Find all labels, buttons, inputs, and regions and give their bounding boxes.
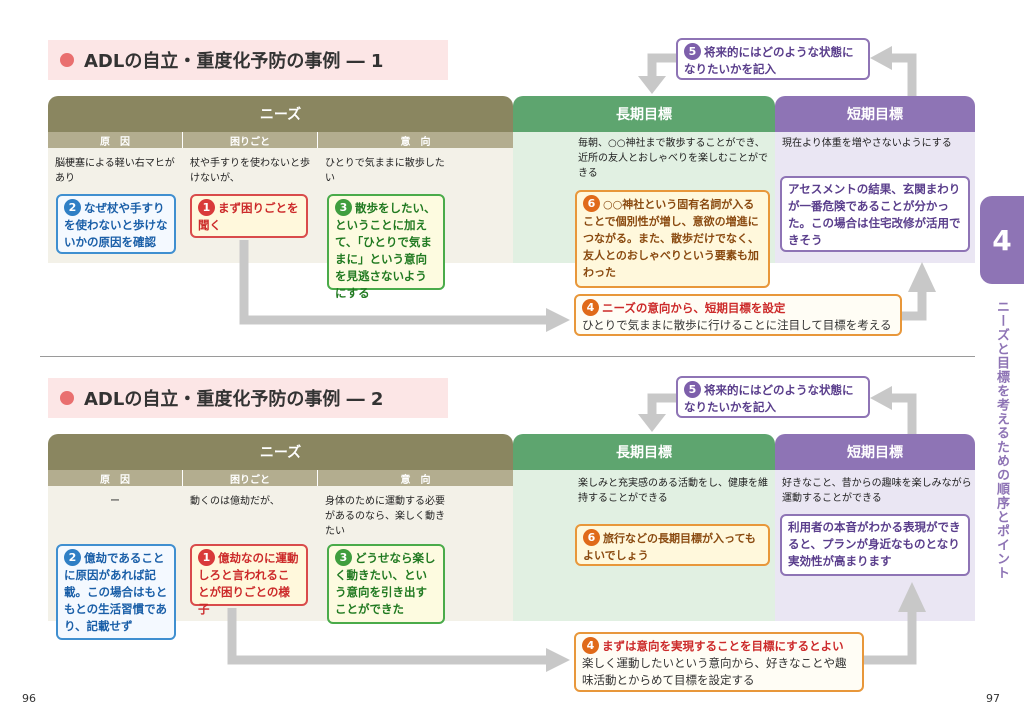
case1-arrow-5-to-long <box>647 53 676 78</box>
case1-arrow-4-to-short <box>902 288 927 321</box>
case2-short-text: 好きなこと、昔からの趣味を楽しみながら運動することができる <box>782 478 972 504</box>
title-bullet-icon <box>60 53 74 67</box>
case1-trouble-text: 杖や手すりを使わないと歩けないが、 <box>190 158 310 184</box>
step-4-badge: 4 <box>582 637 599 654</box>
chapter-tab: 4 <box>980 196 1024 284</box>
case2-arrowhead-right <box>546 648 570 672</box>
case2-arrow-4-to-short <box>864 608 917 665</box>
case1-arrow-short-to-5 <box>888 53 917 96</box>
case1-arrowhead-left <box>870 46 892 70</box>
case2-note-1-text: 億劫なのに運動しろと言われることが困りごとの様子 <box>198 551 299 616</box>
case1-arrowhead-down <box>638 76 666 94</box>
step-1-badge: 1 <box>198 199 215 216</box>
page-number-left: 96 <box>22 692 36 705</box>
page-number-right: 97 <box>986 692 1000 705</box>
case2-title-band: ADLの自立・重度化予防の事例 ― 2 <box>48 378 448 418</box>
case1-title: ADLの自立・重度化予防の事例 ― 1 <box>84 51 384 72</box>
case1-title-band: ADLの自立・重度化予防の事例 ― 1 <box>48 40 448 80</box>
case1-note-7: アセスメントの結果、玄関まわりが一番危険であることが分かった。この場合は住宅改修… <box>780 176 970 252</box>
case1-short-text: 現在より体重を増やさないようにする <box>782 138 952 149</box>
case2-cause-header: 原 因 <box>48 470 182 486</box>
case1-note-3-text: 散歩をしたい、ということに加えて、「ひとりで気ままに」という意向を見逃さないよう… <box>335 201 436 300</box>
step-5-badge: 5 <box>684 381 701 398</box>
case2-arrowhead-left <box>870 386 892 410</box>
case2-trouble-header: 困りごと <box>183 470 317 486</box>
case1-long-header: 長期目標 <box>513 96 775 132</box>
case2-arrowhead-down <box>638 414 666 432</box>
step-4-badge: 4 <box>582 299 599 316</box>
case2-arrowhead-up <box>898 582 926 612</box>
case1-intent-text: ひとりで気ままに散歩したい <box>325 158 445 184</box>
section-divider <box>40 356 975 357</box>
case1-note-6-text: ○○神社という固有名詞が入ることで個別性が増し、意欲の増進につながる。また、散歩… <box>583 198 759 279</box>
case2-note-4-head: まずは意向を実現することを目標にするとよい <box>602 639 844 653</box>
case2-note-7: 利用者の本音がわかる表現ができると、プランが身近なものとなり実効性が高まります <box>780 514 970 576</box>
step-1-badge: 1 <box>198 549 215 566</box>
case1-note-5-text: 将来的にはどのような状態になりたいかを記入 <box>684 45 854 76</box>
case2-intent-header: 意 向 <box>318 470 513 486</box>
case1-note-6: 6○○神社という固有名詞が入ることで個別性が増し、意欲の増進につながる。また、散… <box>575 190 770 288</box>
case2-arrow-short-to-5 <box>888 393 917 434</box>
case2-short-header: 短期目標 <box>775 434 975 470</box>
case2-trouble-text: 動くのは億劫だが、 <box>190 496 280 507</box>
case1-needs-header: ニーズ <box>48 96 513 132</box>
case1-note-7-text: アセスメントの結果、玄関まわりが一番危険であることが分かった。この場合は住宅改修… <box>788 182 961 247</box>
case1-arrow-1-to-4 <box>239 240 548 325</box>
case1-note-1-text: まず困りごとを聞く <box>198 201 299 232</box>
case2-note-3-text: どうせなら楽しく動きたい、という意向を引き出すことができた <box>335 551 436 616</box>
case2-long-header: 長期目標 <box>513 434 775 470</box>
case1-note-4-text: ひとりで気ままに散歩に行けることに注目して目標を考える <box>582 318 892 332</box>
case1-arrowhead-right <box>546 308 570 332</box>
case2-needs-header: ニーズ <box>48 434 513 470</box>
step-3-badge: 3 <box>335 549 352 566</box>
step-5-badge: 5 <box>684 43 701 60</box>
case1-note-4-head: ニーズの意向から、短期目標を設定 <box>602 301 786 315</box>
title-bullet-icon <box>60 391 74 405</box>
case1-arrowhead-up <box>908 262 936 292</box>
case1-long-text: 毎朝、○○神社まで散歩することができ、近所の友人とおしゃべりを楽しむことができる <box>578 138 768 179</box>
case2-note-2-text: 億劫であることに原因があれば記載。この場合はもともとの生活習慣であり、記載せず <box>64 551 168 633</box>
case1-trouble-header: 困りごと <box>183 132 317 148</box>
step-6-badge: 6 <box>583 195 600 212</box>
step-2-badge: 2 <box>64 549 81 566</box>
case2-arrow-1-to-4 <box>227 608 548 665</box>
step-6-badge: 6 <box>583 529 600 546</box>
case2-arrow-5-to-long <box>647 393 676 414</box>
case1-cause-header: 原 因 <box>48 132 182 148</box>
case2-intent-text: 身体のために運動する必要があるのなら、楽しく動きたい <box>325 496 445 537</box>
case2-note-6-text: 旅行などの長期目標が入ってもよいでしょう <box>583 532 756 562</box>
chapter-side-title: ニーズと目標を考えるための順序とポイント <box>994 300 1009 580</box>
case2-note-4-text: 楽しく運動したいという意向から、好きなことや趣味活動とからめて目標を設定する <box>582 656 847 687</box>
case2-note-5-text: 将来的にはどのような状態になりたいかを記入 <box>684 383 854 414</box>
case1-intent-header: 意 向 <box>318 132 513 148</box>
step-3-badge: 3 <box>335 199 352 216</box>
case1-note-2-text: なぜ杖や手すりを使わないと歩けないかの原因を確認 <box>64 201 168 249</box>
case2-cause-text: ー <box>110 496 120 507</box>
case1-short-header: 短期目標 <box>775 96 975 132</box>
step-2-badge: 2 <box>64 199 81 216</box>
case2-long-text: 楽しみと充実感のある活動をし、健康を維持することができる <box>578 478 768 504</box>
case2-title: ADLの自立・重度化予防の事例 ― 2 <box>84 389 384 410</box>
case1-cause-text: 脳梗塞による軽い右マヒがあり <box>55 158 175 184</box>
case2-note-7-text: 利用者の本音がわかる表現ができると、プランが身近なものとなり実効性が高まります <box>788 520 961 568</box>
